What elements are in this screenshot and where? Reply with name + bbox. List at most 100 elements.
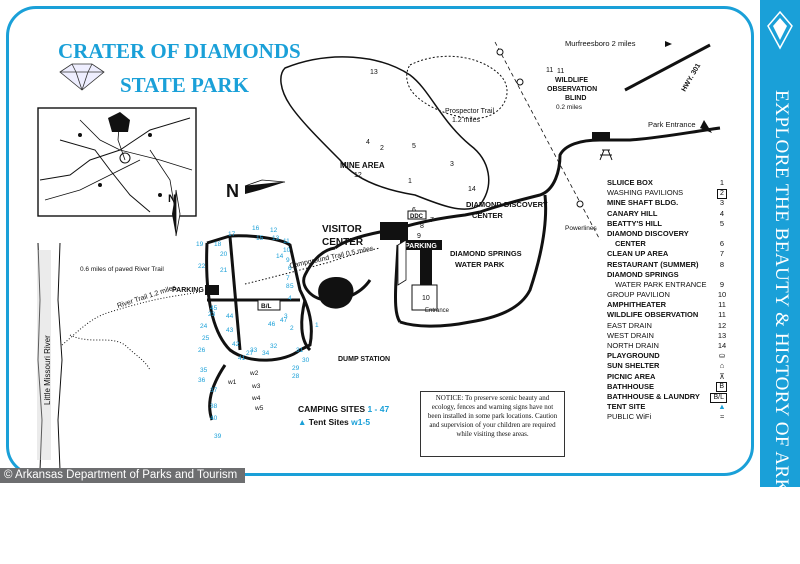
legend-symbol: 9 bbox=[719, 279, 725, 289]
legend-symbol: 4 bbox=[719, 208, 725, 218]
legend-label: SUN SHELTER bbox=[607, 361, 660, 371]
campsite-number: 7 bbox=[286, 275, 290, 282]
legend-symbol: 3 bbox=[719, 198, 725, 208]
legend-row: MINE SHAFT BLDG.3 bbox=[607, 198, 727, 208]
mine-area-label: MINE AREA bbox=[340, 161, 385, 170]
legend-row: TENT SITE ▲ bbox=[607, 402, 727, 412]
legend-row: SUN SHELTER ⌂ bbox=[607, 361, 727, 371]
mine-area-number-marker: 5 bbox=[412, 143, 416, 150]
river-trail-label: River Trail 1.2 miles bbox=[116, 284, 177, 310]
legend-label: WEST DRAIN bbox=[607, 330, 654, 340]
campsite-number: 38 bbox=[210, 403, 218, 410]
murfreesboro-label: Murfreesboro 2 miles bbox=[565, 39, 636, 48]
springs-label-2: WATER PARK bbox=[455, 260, 505, 269]
legend-symbol: ⛀ bbox=[718, 351, 726, 361]
campsite-number: 23 bbox=[208, 311, 216, 318]
legend-label: PLAYGROUND bbox=[607, 351, 660, 361]
ddc-box bbox=[407, 210, 427, 220]
side-banner bbox=[760, 0, 800, 487]
legend-row: RESTAURANT (SUMMER)8 bbox=[607, 260, 727, 270]
campsite-number: 36 bbox=[198, 377, 206, 384]
legend-label: BATHHOUSE & LAUNDRY bbox=[607, 391, 700, 401]
legend-row: DIAMOND DISCOVERY bbox=[607, 229, 727, 239]
campsite-number: 46 bbox=[268, 321, 276, 328]
campsite-number: 28 bbox=[292, 373, 300, 380]
bathhouse-laundry-label: B/L bbox=[261, 303, 272, 310]
visitor-center-label-2: CENTER bbox=[322, 237, 364, 248]
legend-row: DIAMOND SPRINGS bbox=[607, 270, 727, 280]
ddc-label-1: DIAMOND DISCOVERY bbox=[466, 200, 548, 209]
campsite-number: 13 bbox=[272, 235, 280, 242]
powerlines-label: Powerlines bbox=[565, 225, 598, 232]
legend-symbol: 11 bbox=[718, 300, 726, 310]
legend-symbol: 6 bbox=[719, 239, 725, 249]
park-map-page: CRATER OF DIAMONDS STATE PARK N bbox=[0, 0, 800, 487]
campsite-number: 27 bbox=[246, 350, 254, 357]
visitor-center-label-1: VISITOR bbox=[322, 224, 363, 235]
picnic-area-icon bbox=[599, 149, 613, 161]
tent-site-marker: w3 bbox=[251, 383, 261, 390]
group-pavilion bbox=[411, 284, 438, 311]
notice-box: NOTICE: To preserve scenic beauty and ec… bbox=[420, 391, 565, 457]
tent-site-marker: w5 bbox=[254, 405, 264, 412]
campsite-number: 19 bbox=[196, 241, 204, 248]
mine-area-number-marker: 14 bbox=[468, 186, 476, 193]
park-title-line2: STATE PARK bbox=[120, 73, 250, 97]
mine-area-number-marker: 11 bbox=[546, 67, 553, 74]
legend-label: TENT SITE bbox=[607, 402, 646, 412]
powerline bbox=[494, 41, 601, 241]
parking-striped bbox=[397, 239, 407, 286]
arkansas-diamond-logo-icon bbox=[767, 10, 793, 50]
campsite-number: 8 bbox=[286, 283, 290, 290]
legend-label: BATHHOUSE bbox=[607, 381, 654, 391]
campsite-number: 15 bbox=[256, 235, 264, 242]
parking-lot-1 bbox=[205, 285, 219, 295]
tent-site-marker: w1 bbox=[227, 379, 237, 386]
campsite-number: 32 bbox=[270, 343, 278, 350]
legend-symbol: 13 bbox=[717, 330, 727, 340]
camping-info: CAMPING SITES 1 - 47 ▲ Tent Sites w1-5 bbox=[298, 404, 389, 427]
campsite-number: 2 bbox=[290, 325, 294, 332]
river-trail-branch bbox=[69, 334, 151, 371]
legend-row: AMPHITHEATER 11 bbox=[607, 300, 727, 310]
campsite-number: 17 bbox=[228, 231, 236, 238]
paved-trail-label: 0.6 miles of paved River Trail bbox=[80, 266, 164, 273]
legend-symbol: ⌂ bbox=[719, 361, 725, 371]
wildlife-blind-label-3: BLIND bbox=[565, 95, 586, 102]
legend-label: AMPHITHEATER bbox=[607, 300, 667, 310]
murfreesboro-arrow-icon bbox=[665, 41, 672, 47]
mine-area-number-marker: 3 bbox=[450, 161, 454, 168]
campsite-number: 45 bbox=[210, 305, 218, 312]
campsite-number: 30 bbox=[302, 357, 310, 364]
legend-label: NORTH DRAIN bbox=[607, 341, 659, 350]
legend-label: DIAMOND SPRINGS bbox=[607, 269, 679, 279]
campsite-number: 12 bbox=[270, 227, 278, 234]
river-label: Little Missouri River bbox=[43, 335, 52, 405]
campsite-number: 5 bbox=[290, 283, 294, 290]
campsite-number: 4 bbox=[288, 295, 292, 302]
park-entrance-arrow-icon bbox=[700, 120, 712, 133]
campsite-number: 22 bbox=[198, 263, 206, 270]
visitor-center-building bbox=[380, 222, 408, 240]
campsite-number: 9 bbox=[286, 257, 290, 264]
legend-symbol: 1 bbox=[719, 178, 725, 187]
campsite-number: 44 bbox=[226, 313, 234, 320]
campsite-number: 11 bbox=[283, 238, 290, 245]
campsite-number: 10 bbox=[283, 247, 291, 254]
legend-label: EAST DRAIN bbox=[607, 320, 652, 330]
ddc-label-2: CENTER bbox=[472, 211, 503, 220]
campground-trail bbox=[244, 247, 381, 285]
campsite-number: 34 bbox=[262, 350, 270, 357]
legend-symbol: ▲ bbox=[718, 402, 726, 412]
legend-label: PUBLIC WiFi bbox=[607, 412, 652, 422]
legend-row: PUBLIC WiFi≈ bbox=[607, 412, 727, 422]
legend-row: PLAYGROUND ⛀ bbox=[607, 351, 727, 361]
legend-symbol: ⊼ bbox=[719, 371, 725, 381]
legend-row: PICNIC AREA⊼ bbox=[607, 372, 727, 382]
campsite-number: 29 bbox=[292, 365, 300, 372]
campsite-number: 16 bbox=[252, 225, 260, 232]
